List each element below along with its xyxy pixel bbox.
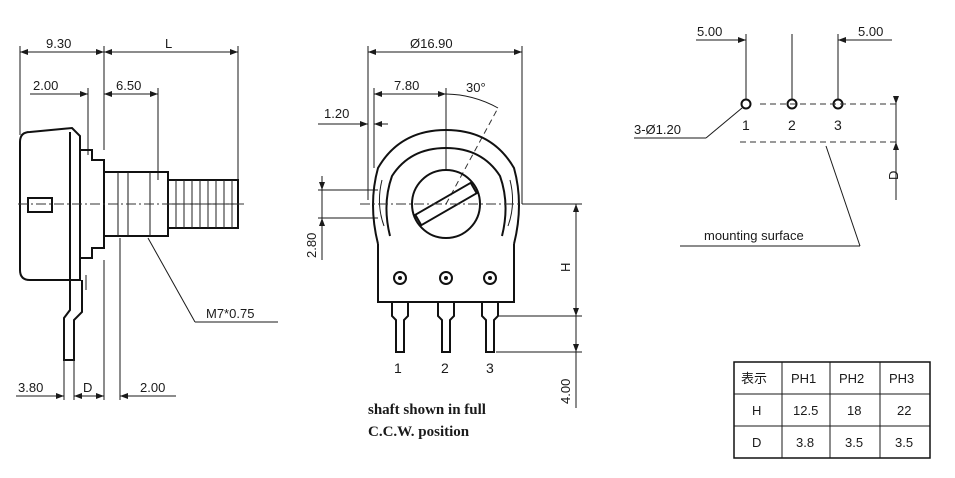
table-cell: H	[752, 403, 761, 418]
footprint-dim-D: D	[886, 171, 901, 180]
table-cell: 12.5	[793, 403, 818, 418]
table-cell: 3.5	[845, 435, 863, 450]
thread-spec: M7*0.75	[206, 306, 254, 321]
footprint-dim-left: 5.00	[697, 24, 722, 39]
dim-2-00-top: 2.00	[33, 78, 58, 93]
footprint-pin-1: 1	[742, 117, 750, 133]
dim-diameter: Ø16.90	[410, 36, 453, 51]
dim-6-50: 6.50	[116, 78, 141, 93]
table-header-label: 表示	[741, 371, 767, 386]
dim-angle: 30°	[466, 80, 486, 95]
footprint-view: 5.00 5.00 1 2 3 3-Ø1.20 D mounting surfa…	[634, 24, 901, 247]
dim-H: H	[558, 263, 573, 272]
mounting-surface-label: mounting surface	[704, 228, 804, 243]
dim-2-80: 2.80	[304, 233, 319, 258]
dim-9-30: 9.30	[46, 36, 71, 51]
table-header-ph3: PH3	[889, 371, 914, 386]
table-cell: D	[752, 435, 761, 450]
hole-label: 3-Ø1.20	[634, 122, 681, 137]
dim-1-20: 1.20	[324, 106, 349, 121]
dim-L: L	[165, 36, 172, 51]
dim-D-side: D	[83, 380, 92, 395]
dim-7-80: 7.80	[394, 78, 419, 93]
table-cell: 3.5	[895, 435, 913, 450]
dim-4-00: 4.00	[558, 379, 573, 404]
front-pin-3: 3	[486, 360, 494, 376]
front-pin-2: 2	[441, 360, 449, 376]
footprint-pin-2: 2	[788, 117, 796, 133]
dim-2-00-bottom: 2.00	[140, 380, 165, 395]
caption-line-2: C.C.W. position	[368, 424, 470, 440]
front-pin-1: 1	[394, 360, 402, 376]
caption-line-1: shaft shown in full	[368, 402, 486, 418]
table-cell: 3.8	[796, 435, 814, 450]
footprint-dim-right: 5.00	[858, 24, 883, 39]
table-header-ph1: PH1	[791, 371, 816, 386]
front-view: Ø16.90 7.80 30° 1.20 2.80	[304, 36, 582, 440]
table-cell: 18	[847, 403, 861, 418]
dim-3-80: 3.80	[18, 380, 43, 395]
table-header-ph2: PH2	[839, 371, 864, 386]
side-view: 9.30 L 2.00 6.50	[16, 36, 278, 400]
dimension-table: 表示 PH1 PH2 PH3 H 12.5 18 22 D 3.8 3.5 3.…	[733, 361, 931, 459]
table-cell: 22	[897, 403, 911, 418]
footprint-pin-3: 3	[834, 117, 842, 133]
